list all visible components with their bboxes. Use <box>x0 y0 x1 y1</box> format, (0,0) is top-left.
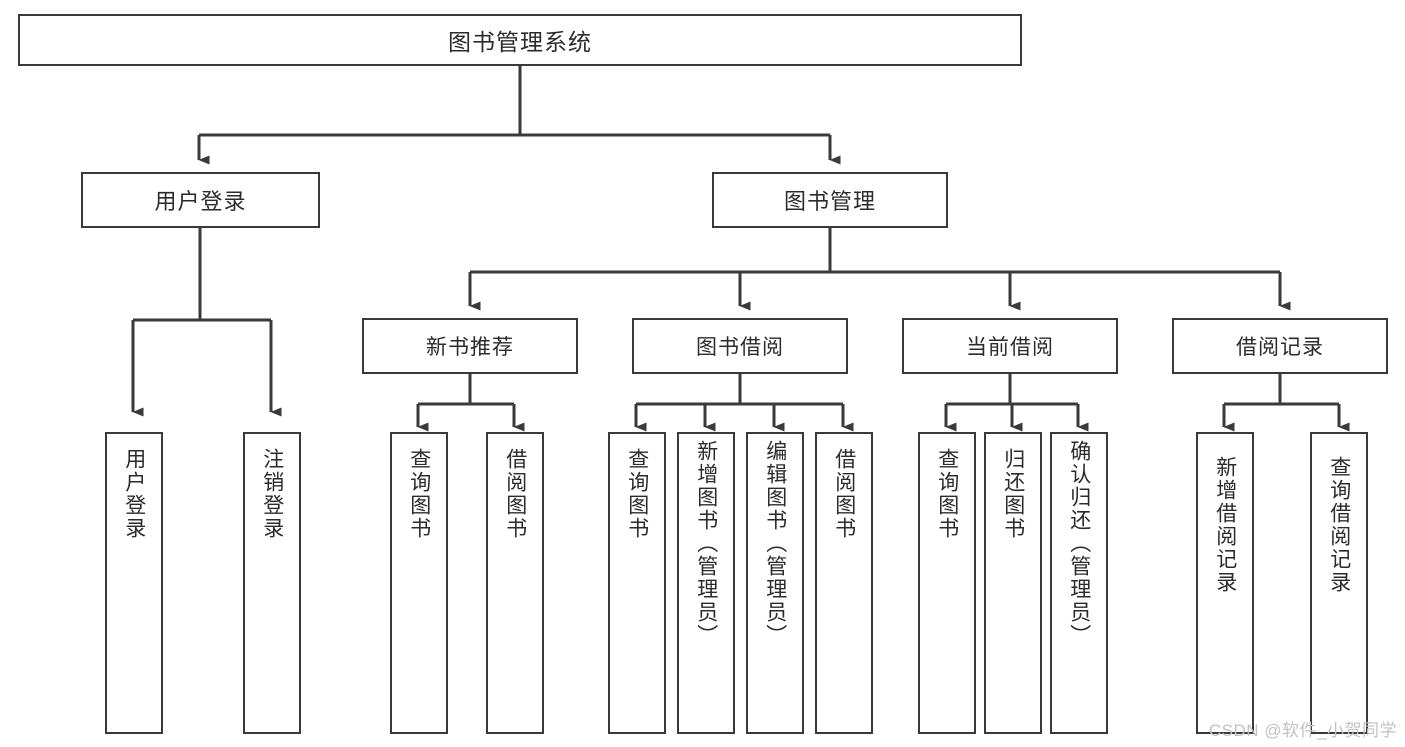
leaf-new-book-1[interactable]: 查询图书 <box>390 432 448 734</box>
node-book-manage-label: 图书管理 <box>783 189 876 214</box>
node-user-login[interactable]: 用户登录 <box>81 172 320 228</box>
leaf-current-borrow-3[interactable]: 确认归还（管理员） <box>1050 432 1108 734</box>
leaf-book-borrow-2-label: 新增图书（管理员） <box>694 440 718 647</box>
node-new-book-recommend[interactable]: 新书推荐 <box>362 318 578 374</box>
node-book-manage[interactable]: 图书管理 <box>712 172 948 228</box>
leaf-new-book-1-label: 查询图书 <box>407 448 431 540</box>
node-borrow-record-label: 借阅记录 <box>1236 336 1324 359</box>
node-current-borrow-label: 当前借阅 <box>966 336 1054 359</box>
leaf-book-borrow-4-label: 借阅图书 <box>832 448 856 540</box>
leaf-book-borrow-4[interactable]: 借阅图书 <box>815 432 873 734</box>
node-book-borrow-label: 图书借阅 <box>696 336 784 359</box>
leaf-new-book-2[interactable]: 借阅图书 <box>486 432 544 734</box>
leaf-book-borrow-2[interactable]: 新增图书（管理员） <box>677 432 735 734</box>
leaf-user-login-2[interactable]: 注销登录 <box>243 432 301 734</box>
leaf-user-login-1-label: 用户登录 <box>122 448 146 540</box>
leaf-book-borrow-1-label: 查询图书 <box>625 448 649 540</box>
leaf-current-borrow-1-label: 查询图书 <box>935 448 959 540</box>
node-root-system[interactable]: 图书管理系统 <box>18 14 1022 66</box>
node-borrow-record[interactable]: 借阅记录 <box>1172 318 1388 374</box>
node-new-book-recommend-label: 新书推荐 <box>426 336 514 359</box>
node-user-login-label: 用户登录 <box>154 189 247 214</box>
leaf-new-book-2-label: 借阅图书 <box>503 448 527 540</box>
leaf-current-borrow-2-label: 归还图书 <box>1001 448 1025 540</box>
leaf-borrow-record-2[interactable]: 查询借阅记录 <box>1310 432 1368 734</box>
leaf-borrow-record-1[interactable]: 新增借阅记录 <box>1196 432 1254 734</box>
csdn-watermark: CSDN @软件_小贺同学 <box>1208 721 1397 740</box>
node-book-borrow[interactable]: 图书借阅 <box>632 318 848 374</box>
leaf-book-borrow-3-label: 编辑图书（管理员） <box>763 440 787 647</box>
node-root-label: 图书管理系统 <box>448 29 592 55</box>
leaf-borrow-record-2-label: 查询借阅记录 <box>1327 456 1351 594</box>
leaf-current-borrow-1[interactable]: 查询图书 <box>918 432 976 734</box>
node-current-borrow[interactable]: 当前借阅 <box>902 318 1118 374</box>
leaf-borrow-record-1-label: 新增借阅记录 <box>1213 456 1237 594</box>
leaf-book-borrow-1[interactable]: 查询图书 <box>608 432 666 734</box>
leaf-user-login-2-label: 注销登录 <box>260 448 284 540</box>
leaf-user-login-1[interactable]: 用户登录 <box>105 432 163 734</box>
leaf-current-borrow-3-label: 确认归还（管理员） <box>1067 440 1091 647</box>
leaf-book-borrow-3[interactable]: 编辑图书（管理员） <box>746 432 804 734</box>
leaf-current-borrow-2[interactable]: 归还图书 <box>984 432 1042 734</box>
